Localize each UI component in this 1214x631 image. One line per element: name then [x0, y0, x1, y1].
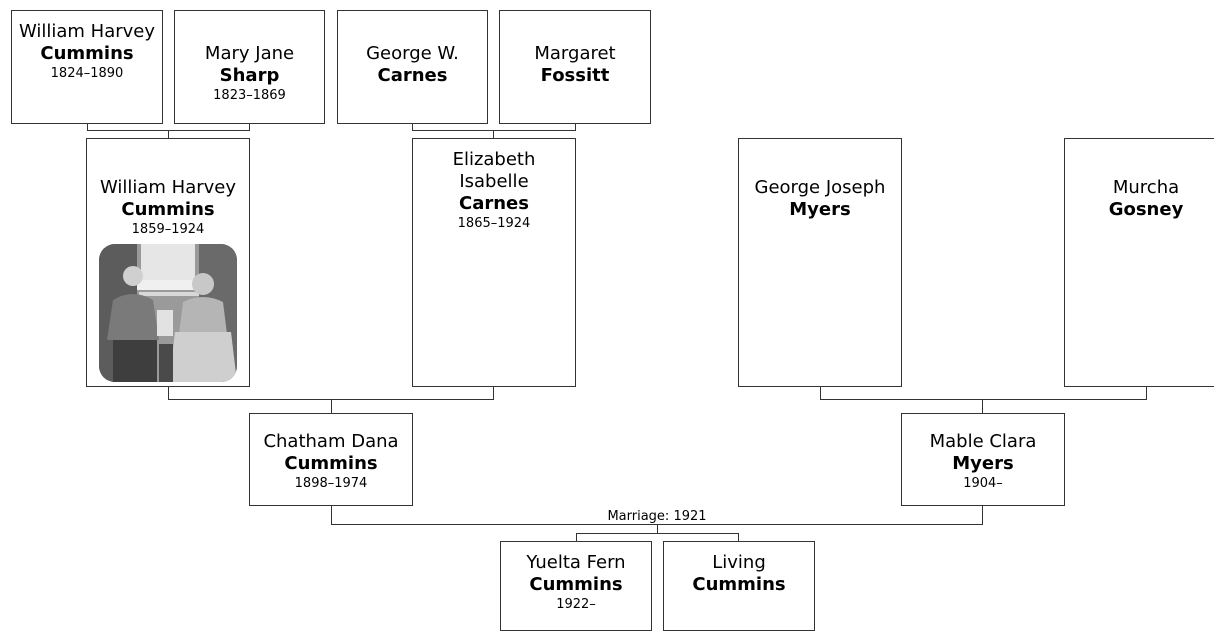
- given-name: Elizabeth Isabelle: [452, 149, 536, 192]
- connector: [493, 387, 494, 400]
- life-dates: 1859–1924: [131, 222, 205, 237]
- surname: Myers: [789, 199, 851, 220]
- surname: Cummins: [284, 453, 378, 474]
- connector: [657, 524, 658, 533]
- given-name: Mable Clara: [929, 431, 1037, 452]
- surname: Sharp: [219, 65, 280, 86]
- surname: Cummins: [121, 199, 215, 220]
- given-name: William Harvey: [99, 177, 237, 198]
- person-card[interactable]: Yuelta Fern Cummins 1922–: [500, 541, 652, 631]
- connector: [87, 130, 168, 131]
- surname: Fossitt: [540, 65, 610, 86]
- portrait-photo[interactable]: [99, 244, 237, 382]
- life-dates: 1904–: [963, 476, 1003, 491]
- life-dates: 1865–1924: [457, 216, 531, 231]
- connector: [168, 130, 169, 139]
- connector: [249, 124, 250, 131]
- life-dates: 1922–: [556, 597, 596, 612]
- life-dates: 1823–1869: [213, 88, 286, 103]
- given-name: Murcha: [1112, 177, 1180, 198]
- person-card[interactable]: Elizabeth Isabelle Carnes 1865–1924: [412, 138, 576, 387]
- connector: [820, 399, 1147, 400]
- connector: [820, 387, 821, 400]
- given-name: Chatham Dana: [263, 431, 399, 452]
- connector: [331, 399, 332, 413]
- given-name: Mary Jane: [204, 43, 295, 64]
- connector: [87, 124, 88, 131]
- given-name: Margaret: [534, 43, 616, 64]
- person-card[interactable]: William Harvey Cummins 1859–1924: [86, 138, 250, 387]
- given-name: George W.: [366, 43, 459, 64]
- person-card[interactable]: Mable Clara Myers 1904–: [901, 413, 1065, 506]
- given-name: William Harvey: [18, 21, 156, 42]
- surname: Cummins: [692, 574, 786, 595]
- given-name: Yuelta Fern: [526, 552, 626, 573]
- person-card[interactable]: Living Cummins: [663, 541, 815, 631]
- connector: [982, 399, 983, 413]
- person-card[interactable]: George Joseph Myers: [738, 138, 902, 387]
- connector: [331, 506, 332, 525]
- connector: [168, 387, 169, 400]
- surname: Gosney: [1108, 199, 1184, 220]
- surname: Cummins: [529, 574, 623, 595]
- marriage-label: Marriage: 1921: [605, 509, 709, 524]
- person-card[interactable]: Margaret Fossitt: [499, 10, 651, 124]
- given-name: George Joseph: [754, 177, 886, 198]
- connector: [738, 533, 739, 541]
- person-card[interactable]: Mary Jane Sharp 1823–1869: [174, 10, 325, 124]
- surname: Carnes: [377, 65, 448, 86]
- surname: Cummins: [40, 43, 134, 64]
- connector: [576, 533, 739, 534]
- life-dates: 1824–1890: [50, 66, 124, 81]
- connector: [575, 124, 576, 131]
- connector: [168, 130, 250, 131]
- person-card[interactable]: William Harvey Cummins 1824–1890: [11, 10, 163, 124]
- life-dates: 1898–1974: [294, 476, 368, 491]
- connector: [493, 130, 494, 139]
- given-name: Living: [712, 552, 766, 573]
- connector: [412, 130, 576, 131]
- surname: Carnes: [459, 193, 529, 214]
- person-card[interactable]: Chatham Dana Cummins 1898–1974: [249, 413, 413, 506]
- connector: [576, 533, 577, 541]
- photo-image: [99, 244, 237, 382]
- surname: Myers: [952, 453, 1014, 474]
- person-card[interactable]: Murcha Gosney: [1064, 138, 1214, 387]
- person-card[interactable]: George W. Carnes: [337, 10, 488, 124]
- connector: [982, 506, 983, 525]
- connector: [412, 124, 413, 131]
- connector: [1146, 387, 1147, 400]
